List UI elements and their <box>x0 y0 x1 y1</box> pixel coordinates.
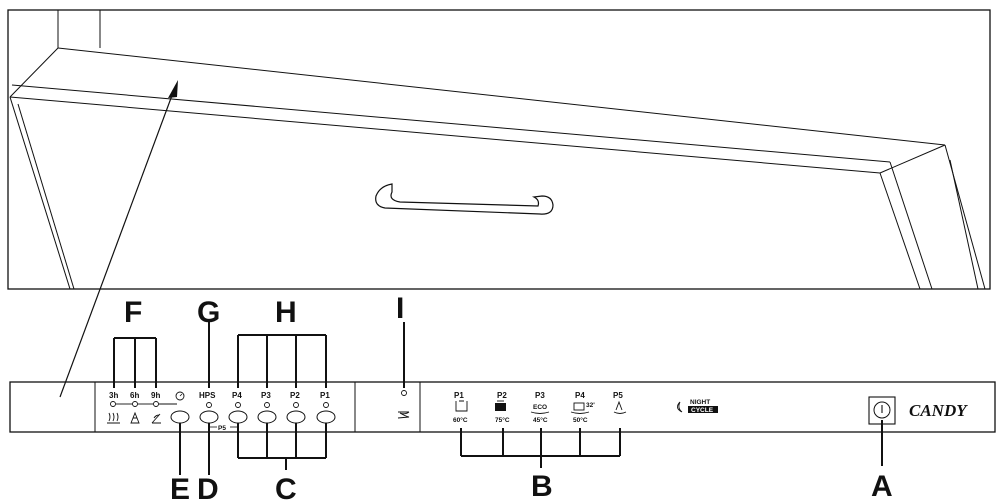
callout-f: F <box>124 296 142 329</box>
night-label: NIGHT <box>690 399 710 406</box>
program-temp-p2: 75°C <box>495 416 510 424</box>
arrow-head-icon <box>168 80 178 98</box>
hps-button[interactable] <box>199 410 219 424</box>
intensive-pot-icon <box>495 403 506 411</box>
rinse-icon <box>151 413 161 424</box>
door-side-line <box>889 161 933 290</box>
program-label-p5: P5 <box>613 391 623 400</box>
hps-led <box>206 402 212 408</box>
delay-led <box>153 401 159 407</box>
cycle-badge <box>688 406 718 413</box>
heat-icon <box>107 412 120 424</box>
door-handle <box>375 183 554 215</box>
program-label-p4: P4 <box>575 391 585 400</box>
eco-icon <box>530 411 550 414</box>
view-frame <box>7 9 991 290</box>
option-button-p3[interactable] <box>257 410 277 424</box>
door-edge-line <box>57 47 946 146</box>
control-panel: 3h 6h 9h HPS P5 P4 P3 P2 P1 <box>9 381 996 433</box>
callout-a: A <box>871 470 893 501</box>
pot-icon <box>455 400 468 412</box>
callout-e: E <box>170 473 190 501</box>
option-button-p2[interactable] <box>286 410 306 424</box>
door-edge-line <box>879 144 946 174</box>
express-icon <box>573 402 585 411</box>
option-led <box>293 402 299 408</box>
door-edge-line <box>11 84 891 163</box>
option-label-p4: P4 <box>232 391 242 400</box>
door-side-line <box>17 103 75 290</box>
callout-c: C <box>275 473 297 501</box>
clock-icon <box>175 391 185 401</box>
program-temp-p1: 60°C <box>453 416 468 424</box>
program-label-p3: P3 <box>535 391 545 400</box>
option-led <box>264 402 270 408</box>
delay-button[interactable] <box>170 410 190 424</box>
option-label-p1: P1 <box>320 391 330 400</box>
option-label-p2: P2 <box>290 391 300 400</box>
callout-i: I <box>396 292 404 325</box>
option-led <box>235 402 241 408</box>
warning-icon <box>130 411 140 424</box>
delay-label-3h: 3h <box>109 391 118 400</box>
salt-led <box>401 390 407 396</box>
callout-brackets <box>113 322 883 475</box>
express-base <box>570 411 590 414</box>
glass-icon <box>613 400 627 414</box>
eco-tag: ECO <box>533 404 547 411</box>
door-edge-line <box>9 47 59 98</box>
callout-g: G <box>197 296 220 329</box>
door-edge-line <box>9 96 881 174</box>
program-label-p1: P1 <box>454 391 464 400</box>
callout-letters: F G H I E D C B A <box>124 292 893 501</box>
brand-logo: CANDY <box>909 401 968 420</box>
door-perspective-view <box>7 9 991 398</box>
option-label-p3: P3 <box>261 391 271 400</box>
door-side-line <box>949 159 979 290</box>
pointer-line <box>59 89 175 398</box>
callout-h: H <box>275 296 297 329</box>
salt-icon <box>397 411 410 419</box>
delay-label-6h: 6h <box>130 391 139 400</box>
delay-led <box>132 401 138 407</box>
hps-label: HPS <box>199 391 216 400</box>
program-temp-p4: 50°C <box>573 416 588 424</box>
delay-led <box>110 401 116 407</box>
callout-d: D <box>197 473 219 501</box>
option-button-p1[interactable] <box>316 410 336 424</box>
express-tag: 32' <box>586 402 595 409</box>
cycle-label: CYCLE <box>691 407 714 414</box>
p5-combo-label: P5 <box>218 425 226 432</box>
moon-icon <box>677 401 683 413</box>
power-button[interactable] <box>873 401 891 419</box>
program-temp-p3: 45°C <box>533 416 548 424</box>
door-side-line <box>879 172 921 290</box>
door-side-line <box>9 96 71 290</box>
option-led <box>323 402 329 408</box>
delay-label-9h: 9h <box>151 391 160 400</box>
program-label-p2: P2 <box>497 391 507 400</box>
clock-hand <box>179 393 183 397</box>
callout-b: B <box>531 470 553 501</box>
option-button-p4[interactable] <box>228 410 248 424</box>
